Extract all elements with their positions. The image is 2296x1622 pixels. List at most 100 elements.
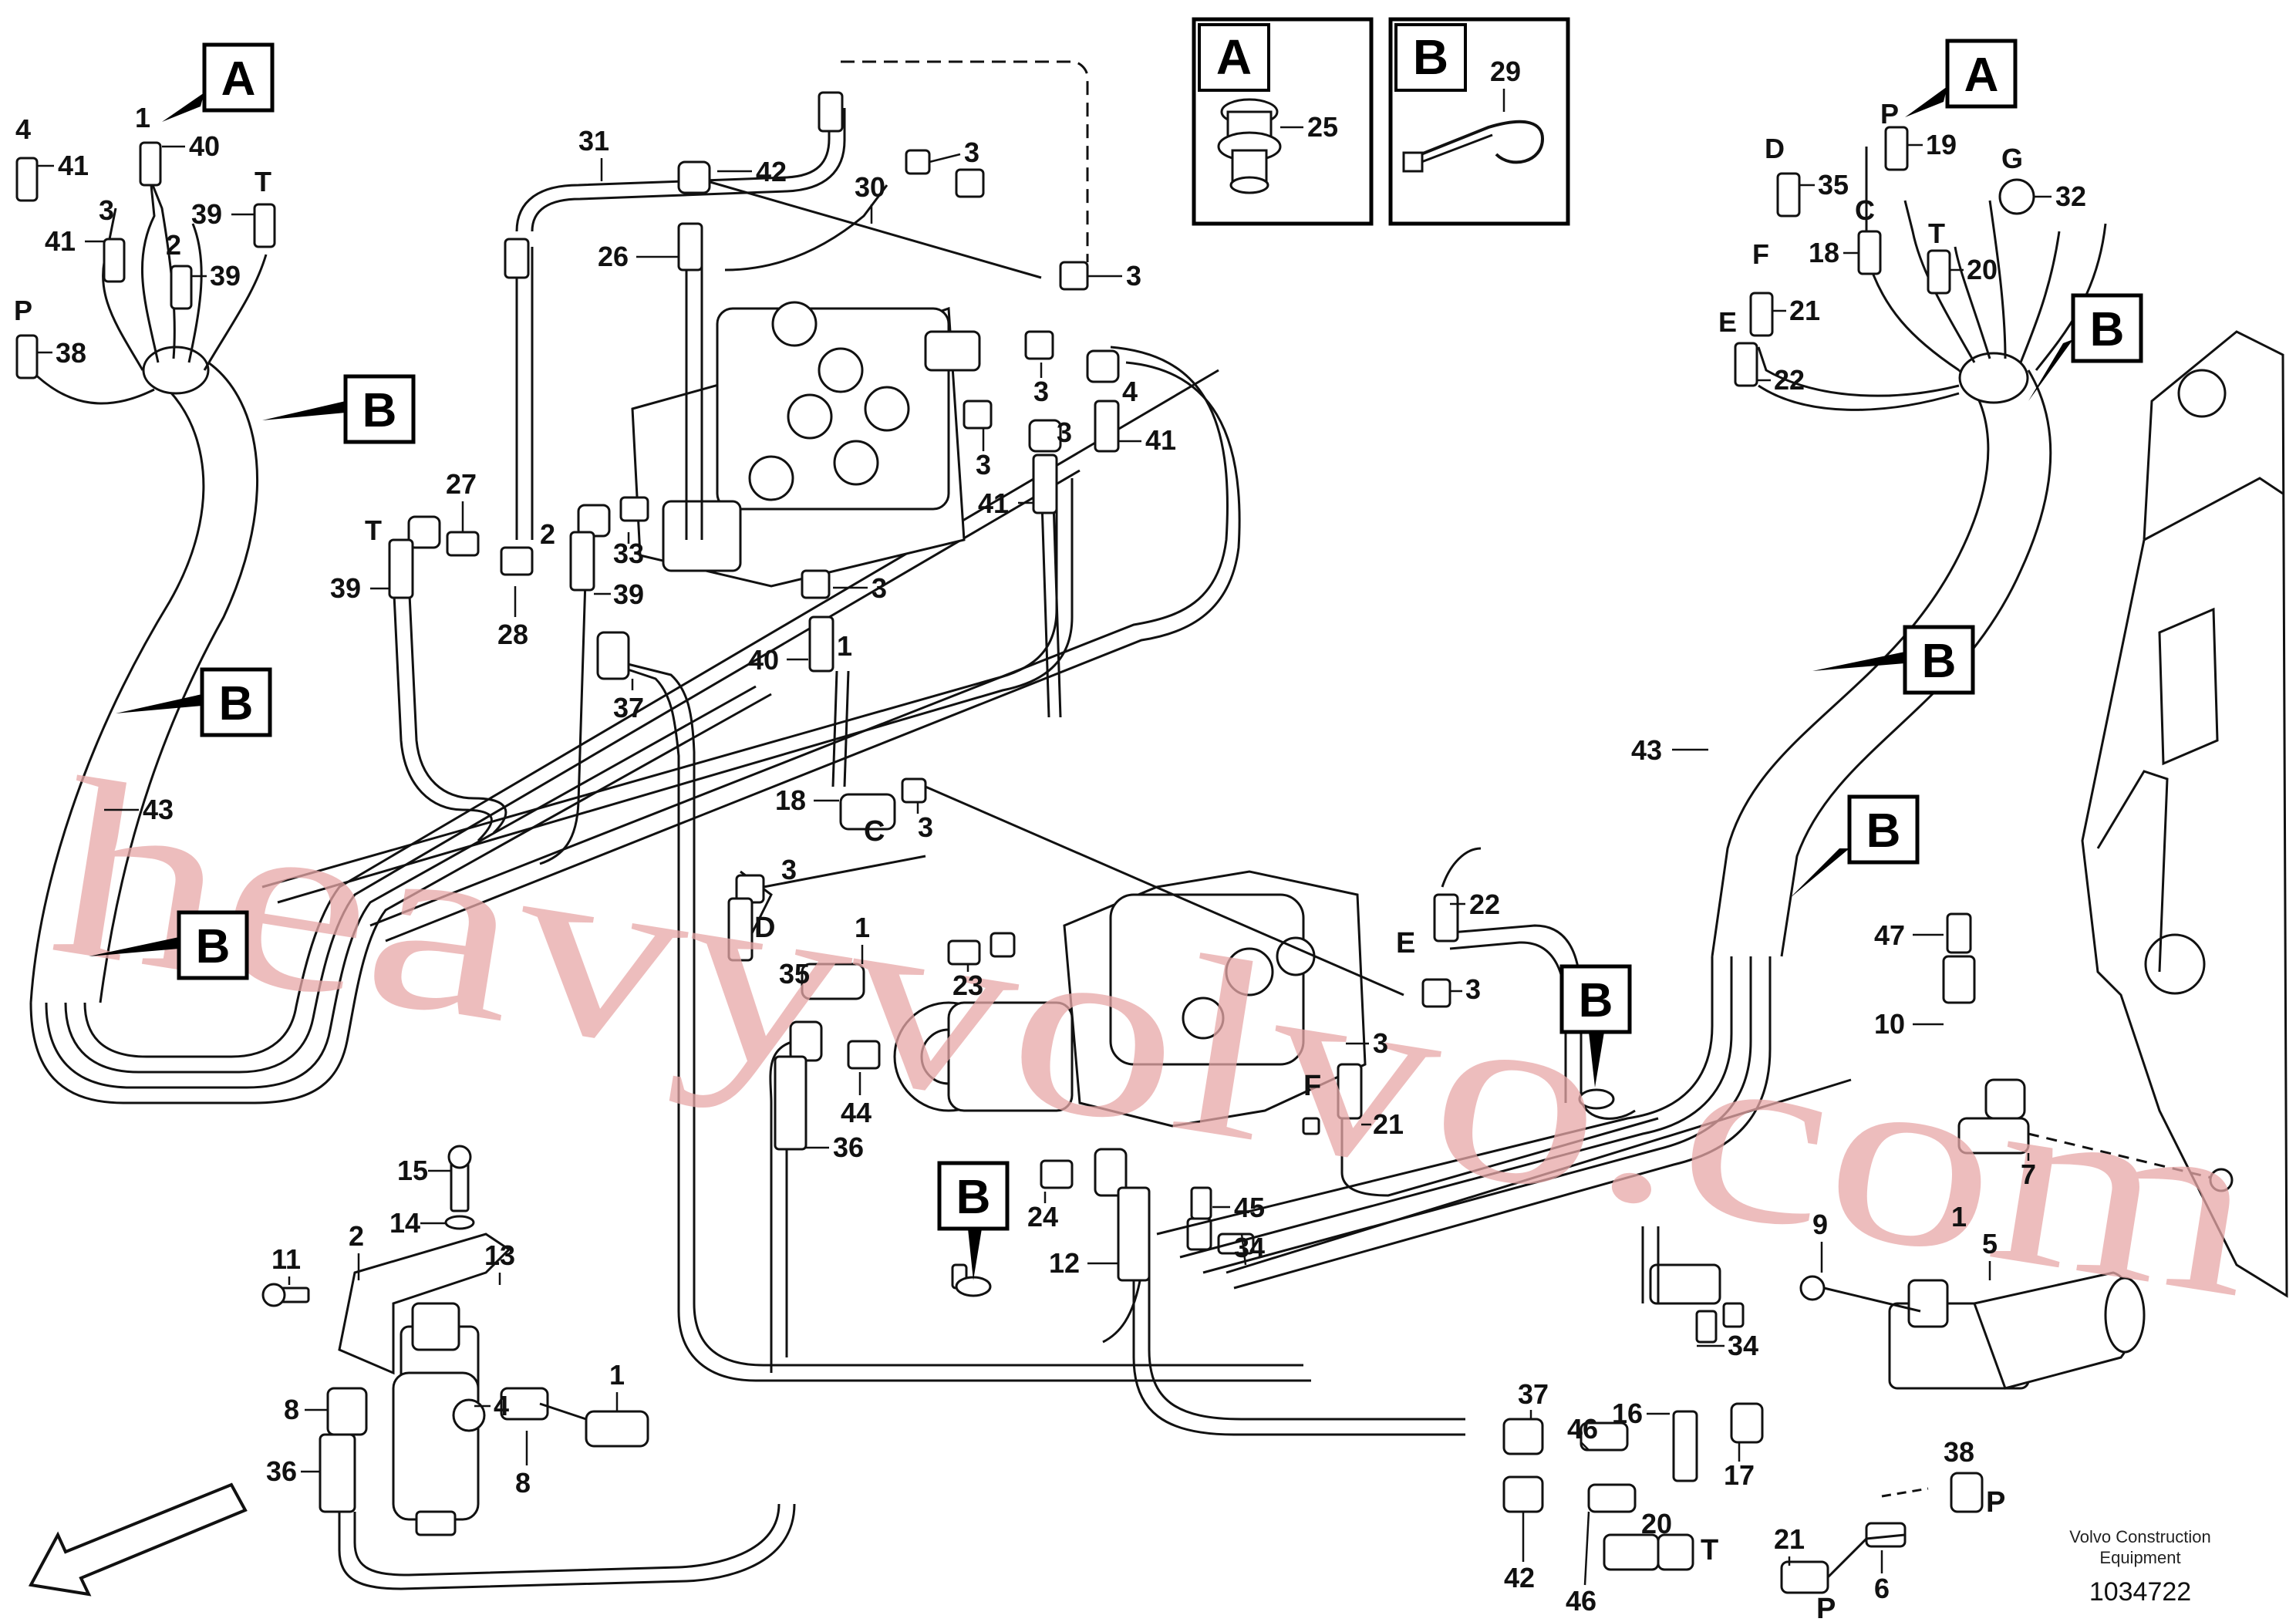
control-valve — [631, 301, 981, 588]
label-32: 32 — [2055, 180, 2086, 212]
label-e-center: E — [1396, 927, 1415, 959]
legend-part-29: 29 — [1490, 56, 1521, 87]
label-34-right: 34 — [1728, 1330, 1758, 1361]
label-17: 17 — [1724, 1459, 1755, 1491]
label-47: 47 — [1874, 919, 1905, 951]
company-name-line2: Equipment — [2099, 1548, 2180, 1567]
label-3-top-c: 3 — [1033, 376, 1049, 407]
label-1-filter: 1 — [609, 1359, 625, 1391]
label-p-right: P — [1880, 98, 1899, 130]
label-12: 12 — [1049, 1247, 1080, 1279]
company-name-line1: Volvo Construction — [2069, 1527, 2210, 1546]
label-24: 24 — [1027, 1201, 1058, 1233]
cable-tie-icon — [1402, 120, 1545, 173]
label-21-bottom: 21 — [1774, 1523, 1805, 1555]
label-31: 31 — [578, 125, 609, 157]
label-41-top-b: 41 — [978, 487, 1009, 519]
callout-b-left-top: B — [362, 384, 397, 437]
label-3-left: 3 — [99, 194, 114, 226]
label-39-top-b: 39 — [613, 578, 644, 610]
callout-b-right-lower: B — [1866, 804, 1901, 858]
callout-b-center-right: B — [1579, 974, 1613, 1027]
label-21-right: 21 — [1789, 295, 1820, 326]
label-20-right: 20 — [1967, 254, 1998, 285]
label-3-center-c: 3 — [1465, 973, 1481, 1005]
label-39-left-b: 39 — [210, 260, 241, 292]
label-13: 13 — [484, 1239, 515, 1271]
label-d-right: D — [1765, 133, 1785, 164]
hydraulic-pump — [893, 870, 1367, 1128]
label-3-top-b: 3 — [1126, 260, 1141, 292]
legend-letter-a: A — [1216, 29, 1252, 85]
label-34-center: 34 — [1234, 1232, 1265, 1263]
label-1-top: 1 — [837, 630, 852, 662]
label-2-left: 2 — [166, 229, 181, 261]
label-35-right: 35 — [1818, 169, 1849, 201]
label-14: 14 — [389, 1207, 420, 1239]
label-22-center: 22 — [1469, 889, 1500, 920]
label-23: 23 — [952, 969, 983, 1001]
label-3-center-b: 3 — [781, 854, 797, 885]
label-t-right: T — [1928, 218, 1945, 249]
label-37-right: 37 — [1518, 1378, 1549, 1410]
machine-frame — [2081, 330, 2288, 1298]
label-26: 26 — [598, 241, 629, 272]
label-41-top: 41 — [1145, 424, 1176, 456]
label-38-left: 38 — [56, 337, 86, 369]
part-labels: 4 41 1 40 3 41 39 T 2 39 P 38 43 31 42 3… — [14, 98, 2086, 1622]
label-2-filter: 2 — [349, 1220, 364, 1252]
left-hose-bundle — [29, 169, 1219, 1104]
label-28: 28 — [497, 619, 528, 650]
direction-arrow-icon — [28, 1482, 248, 1597]
label-40-left: 40 — [189, 130, 220, 162]
label-c-right: C — [1855, 194, 1875, 226]
label-p-right-a: P — [1986, 1486, 2005, 1519]
label-43-right: 43 — [1631, 734, 1662, 766]
label-16: 16 — [1612, 1398, 1643, 1429]
label-42-top: 42 — [756, 156, 787, 187]
legend-part-25: 25 — [1307, 111, 1338, 143]
label-40-top: 40 — [748, 644, 779, 676]
label-30: 30 — [855, 171, 885, 203]
label-4-filter: 4 — [494, 1390, 509, 1421]
label-2-top: 2 — [540, 518, 555, 550]
label-5: 5 — [1982, 1228, 1998, 1259]
callout-b-right-middle: B — [1922, 635, 1957, 688]
label-1-left: 1 — [135, 102, 150, 133]
union-fitting-icon — [1217, 98, 1282, 194]
label-3-top-d: 3 — [1057, 416, 1072, 448]
label-20-bottom: 20 — [1641, 1508, 1672, 1539]
label-f-right: F — [1752, 238, 1769, 270]
label-t-top: T — [365, 514, 382, 546]
label-27: 27 — [446, 468, 477, 500]
label-t-bottom: T — [1701, 1534, 1718, 1566]
label-t-left: T — [255, 166, 271, 197]
top-hoses — [261, 60, 1311, 1382]
label-7: 7 — [2021, 1158, 2036, 1190]
legend-letter-b: B — [1413, 29, 1448, 85]
label-3-center-d: 3 — [1373, 1027, 1388, 1059]
label-p-left: P — [14, 295, 32, 326]
label-19: 19 — [1926, 129, 1957, 160]
label-f-center: F — [1303, 1070, 1321, 1102]
callout-boxes: A B B B A B B B B B — [89, 39, 2143, 1280]
label-4-top: 4 — [1122, 376, 1138, 407]
label-35-center: 35 — [779, 958, 810, 990]
right-connectors — [1734, 126, 2035, 387]
callout-a-right: A — [1964, 49, 1999, 102]
center-fittings — [727, 777, 1615, 1297]
label-39-left: 39 — [191, 198, 222, 230]
label-22-right: 22 — [1774, 364, 1805, 396]
label-10: 10 — [1874, 1008, 1905, 1040]
label-g: G — [2001, 143, 2023, 174]
callout-b-left-bottom: B — [196, 920, 231, 973]
label-37-top: 37 — [613, 692, 644, 723]
label-3-top-e: 3 — [976, 449, 991, 481]
callout-b-left-middle: B — [219, 677, 254, 730]
left-connectors — [15, 141, 276, 379]
label-15: 15 — [397, 1155, 428, 1186]
label-3-top-f: 3 — [872, 572, 887, 604]
label-36-filter: 36 — [266, 1455, 297, 1487]
label-3-center-a: 3 — [918, 811, 933, 843]
